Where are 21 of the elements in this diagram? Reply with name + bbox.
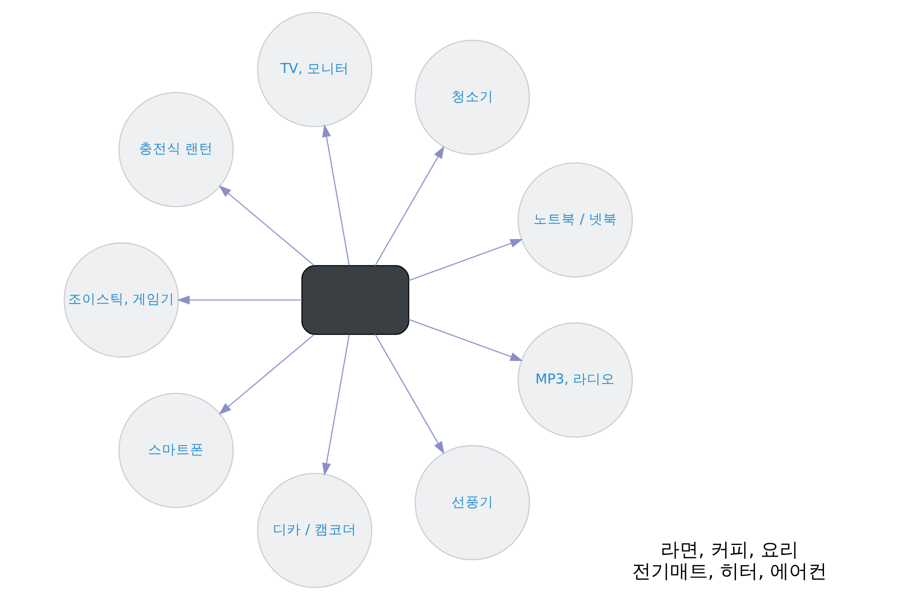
- node-circle: TV, 모니터: [256, 12, 372, 128]
- arrow: [408, 238, 522, 282]
- arrow: [322, 334, 350, 476]
- label: 전기매트, 히터, 에어컨: [631, 560, 827, 582]
- node-circle: 스마트폰: [118, 392, 234, 508]
- arrow: [374, 334, 444, 454]
- node-circle: 조이스틱, 게임기: [63, 242, 178, 358]
- node-circle: MP3, 라디오: [517, 322, 632, 438]
- label: 라면, 커피, 요리: [660, 539, 798, 562]
- arrow: [374, 146, 444, 266]
- arrow: [218, 185, 314, 266]
- arrow: [176, 296, 302, 304]
- node-circle: 충전식 랜턴: [118, 92, 234, 208]
- arrow: [408, 318, 522, 362]
- node-circle: 디카 / 캠코더: [256, 472, 372, 588]
- node-circle: 노트북 / 넷북: [517, 162, 632, 278]
- arrow: [218, 334, 314, 415]
- node-circle: 선풍기: [414, 445, 530, 560]
- arrow: [322, 124, 350, 266]
- node-box: [300, 265, 409, 335]
- node-circle: 청소기: [414, 40, 530, 155]
